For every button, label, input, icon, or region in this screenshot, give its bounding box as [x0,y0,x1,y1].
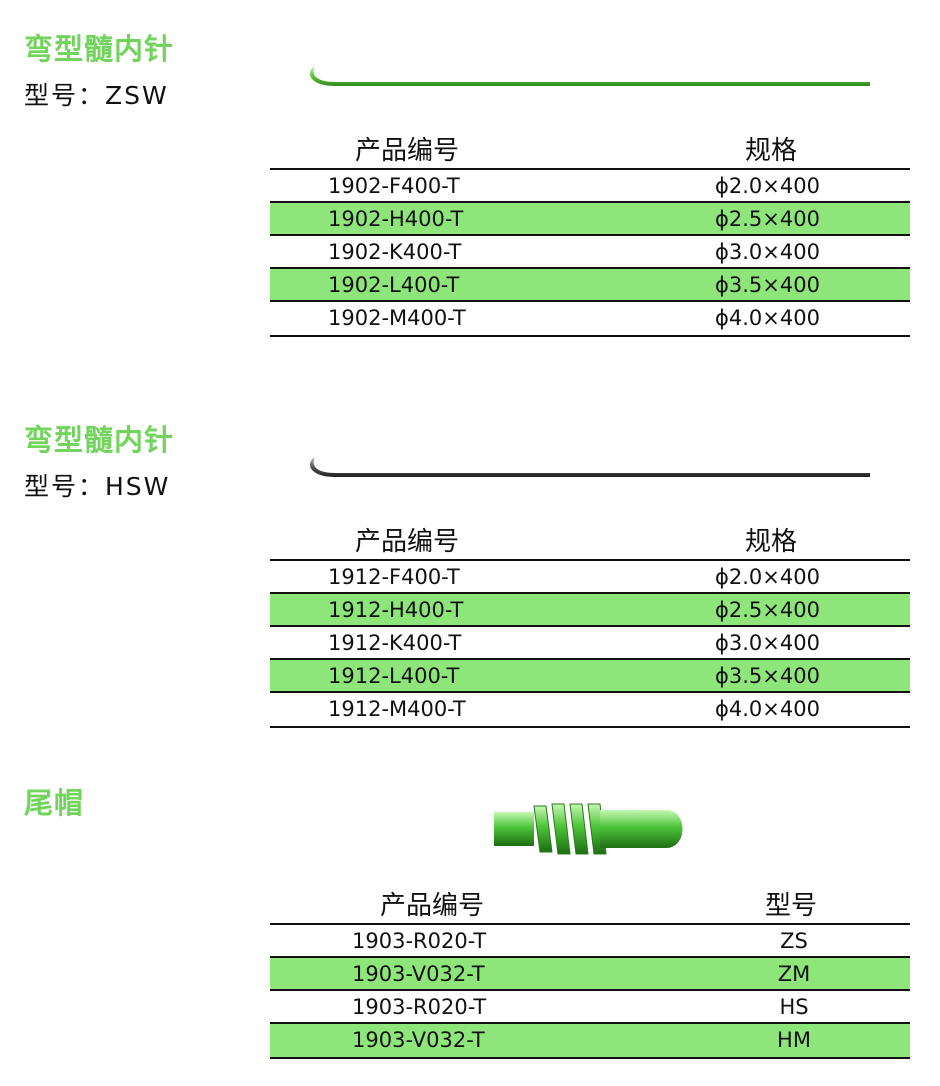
table-row: 1912-H400-T ϕ2.5×400 [270,594,910,627]
table-header: 产品编号 型号 [270,885,910,923]
cell-spec: ϕ3.5×400 [715,273,820,297]
table-row: 1903-V032-T HM [270,1024,910,1057]
cell-product-number: 1902-K400-T [328,240,462,264]
model-label-zsw: 型号：ZSW [24,81,169,110]
table-row: 1912-L400-T ϕ3.5×400 [270,660,910,693]
header-model: 型号 [765,891,818,921]
header-spec: 规格 [745,136,798,166]
table-row: 1902-H400-T ϕ2.5×400 [270,203,910,236]
table-row: 1902-M400-T ϕ4.0×400 [270,302,910,335]
cell-model: HS [779,995,809,1019]
end-cap-table: 产品编号 型号 1903-R020-T ZS 1903-V032-T ZM 1903… [270,885,910,1059]
cell-product-number: 1912-F400-T [328,565,460,589]
section-title-zsw: 弯型髓内针 [24,32,175,66]
cell-product-number: 1912-M400-T [328,697,466,721]
section-title-hsw: 弯型髓内针 [24,423,175,457]
cell-spec: ϕ2.0×400 [715,174,820,198]
table-header: 产品编号 规格 [270,130,910,168]
cell-model: ZS [780,929,808,953]
cell-product-number: 1912-L400-T [328,664,460,688]
product-table-zsw: 产品编号 规格 1902-F400-T ϕ2.0×400 1902-H400-T ϕ… [270,130,910,337]
table-row: 1912-F400-T ϕ2.0×400 [270,561,910,594]
table-row: 1912-K400-T ϕ3.0×400 [270,627,910,660]
header-product-number: 产品编号 [355,136,460,166]
cell-spec: ϕ2.5×400 [715,598,820,622]
cell-product-number: 1902-L400-T [328,273,460,297]
table-header: 产品编号 规格 [270,521,910,559]
cell-spec: ϕ2.0×400 [715,565,820,589]
curved-nail-green-image [309,66,870,86]
cell-spec: ϕ4.0×400 [715,306,820,330]
header-spec: 规格 [745,527,798,557]
table-row: 1902-L400-T ϕ3.5×400 [270,269,910,302]
cell-spec: ϕ3.0×400 [715,240,820,264]
cell-spec: ϕ3.5×400 [715,664,820,688]
cell-product-number: 1903-V032-T [352,1028,485,1052]
end-cap-image [494,803,683,855]
table-row: 1903-V032-T ZM [270,958,910,991]
product-table-hsw: 产品编号 规格 1912-F400-T ϕ2.0×400 1912-H400-T ϕ… [270,521,910,728]
cell-product-number: 1903-R020-T [352,929,487,953]
cell-product-number: 1912-H400-T [328,598,464,622]
cell-product-number: 1902-H400-T [328,207,464,231]
cell-product-number: 1902-F400-T [328,174,460,198]
table-row: 1903-R020-T HS [270,991,910,1024]
table-row: 1902-K400-T ϕ3.0×400 [270,236,910,269]
curved-nail-gray-image [309,457,870,477]
section-title-end-cap: 尾帽 [24,786,85,820]
cell-model: HM [777,1028,811,1052]
cell-product-number: 1912-K400-T [328,631,462,655]
table-row: 1912-M400-T ϕ4.0×400 [270,693,910,726]
cell-spec: ϕ4.0×400 [715,697,820,721]
cell-product-number: 1903-R020-T [352,995,487,1019]
table-row: 1903-R020-T ZS [270,925,910,958]
header-product-number: 产品编号 [355,527,460,557]
cell-product-number: 1902-M400-T [328,306,466,330]
header-product-number: 产品编号 [380,891,485,921]
model-label-hsw: 型号：HSW [24,472,171,501]
table-row: 1902-F400-T ϕ2.0×400 [270,170,910,203]
cell-model: ZM [777,962,811,986]
cell-spec: ϕ2.5×400 [715,207,820,231]
cell-product-number: 1903-V032-T [352,962,485,986]
cell-spec: ϕ3.0×400 [715,631,820,655]
